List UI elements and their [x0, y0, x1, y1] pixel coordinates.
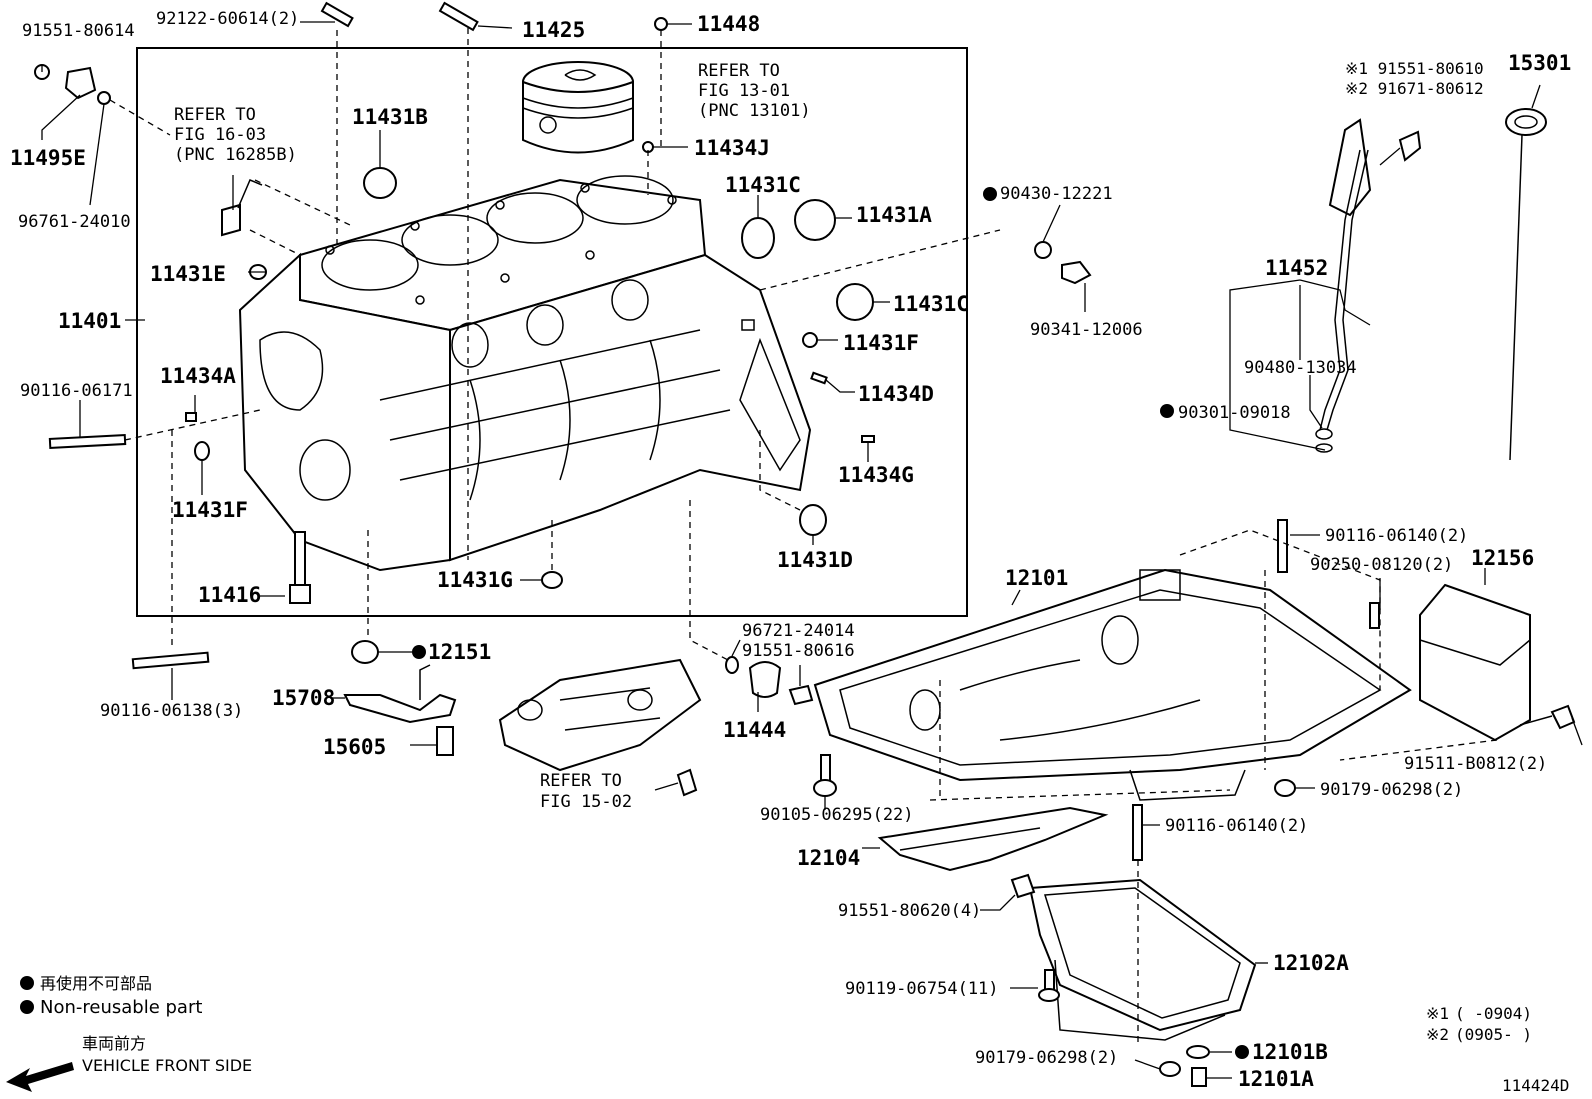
label-refer-15-02-line1: REFER TO — [540, 771, 622, 791]
label-12102A: 12102A — [1273, 951, 1349, 975]
label-91551-80614: 91551-80614 — [22, 21, 135, 41]
legend-dot-jp — [20, 976, 34, 990]
label-11434D: 11434D — [858, 382, 934, 406]
label-91551-80610: ※1 91551-80610 — [1345, 59, 1484, 78]
non-reusable-dot — [1160, 404, 1174, 418]
label-90179-06298-top: 90179-06298(2) — [1320, 780, 1463, 800]
non-reusable-dot — [1235, 1045, 1249, 1059]
leader-lines — [41, 21, 1583, 1079]
label-11431A: 11431A — [856, 203, 932, 227]
note1-range: ( -0904) — [1455, 1004, 1532, 1023]
front-arrow-icon — [6, 1062, 74, 1092]
legend-dot-en — [20, 1000, 34, 1014]
label-90116-06140-top: 90116-06140(2) — [1325, 526, 1468, 546]
label-15605: 15605 — [323, 735, 386, 759]
label-90119-06754: 90119-06754(11) — [845, 979, 999, 999]
label-91671-80612: ※2 91671-80612 — [1345, 79, 1484, 98]
legend-non-reusable-en: Non-reusable part — [40, 997, 202, 1018]
diagram-id: 114424D — [1502, 1076, 1569, 1095]
legend-front-en: VEHICLE FRONT SIDE — [82, 1056, 252, 1075]
dipstick-illustration — [1505, 108, 1547, 461]
label-90116-06171: 90116-06171 — [20, 381, 133, 401]
label-11452: 11452 — [1265, 256, 1328, 280]
label-11431F-left: 11431F — [172, 498, 248, 522]
label-11431B: 11431B — [352, 105, 428, 129]
label-11448: 11448 — [697, 12, 760, 36]
label-refer-16-03-line2: FIG 16-03 — [174, 125, 266, 145]
applicability-notes: ※1 ( -0904) ※2 (0905- ) — [1426, 1004, 1532, 1044]
dipstick-guide-illustration — [1315, 118, 1422, 453]
label-refer-13-01-line1: REFER TO — [698, 61, 780, 81]
label-refer-16-03-line3: (PNC 16285B) — [174, 145, 297, 165]
label-90341-12006: 90341-12006 — [1030, 320, 1143, 340]
label-refer-13-01-line2: FIG 13-01 — [698, 81, 790, 101]
oil-pan-upper-illustration — [813, 568, 1412, 801]
label-11431E: 11431E — [150, 262, 226, 286]
non-reusable-dot — [412, 645, 426, 659]
part-labels: 91551-80614 92122-60614(2) 11425 11448 1… — [10, 9, 1571, 1091]
note2-mark: ※2 — [1426, 1025, 1449, 1044]
label-12101: 12101 — [1005, 566, 1068, 590]
label-91511-B0812: 91511-B0812(2) — [1404, 754, 1547, 774]
baffle-plate-illustration — [877, 806, 1109, 872]
label-11434J: 11434J — [694, 136, 770, 160]
label-refer-16-03-line1: REFER TO — [174, 105, 256, 125]
label-refer-15-02-line2: FIG 15-02 — [540, 792, 632, 812]
label-96761-24010: 96761-24010 — [18, 212, 131, 232]
label-92122-60614: 92122-60614(2) — [156, 9, 299, 29]
label-12156: 12156 — [1471, 546, 1534, 570]
label-15301: 15301 — [1508, 51, 1571, 75]
label-11434G: 11434G — [838, 463, 914, 487]
non-reusable-markers — [412, 187, 1249, 1059]
label-11495E: 11495E — [10, 146, 86, 170]
piston-illustration — [522, 61, 634, 154]
label-12101A: 12101A — [1238, 1067, 1314, 1091]
label-11401: 11401 — [58, 309, 121, 333]
oil-pan-cover-illustration — [1419, 583, 1531, 742]
legend: 再使用不可部品 Non-reusable part 車両前方 VEHICLE F… — [6, 974, 252, 1092]
label-96721-24014: 96721-24014 — [742, 621, 855, 641]
label-refer-13-01-line3: (PNC 13101) — [698, 101, 811, 121]
non-reusable-dot — [983, 187, 997, 201]
label-11425: 11425 — [522, 18, 585, 42]
oil-pump-reference-illustration — [498, 658, 702, 772]
label-90430-12221: 90430-12221 — [1000, 184, 1113, 204]
label-11416: 11416 — [198, 583, 261, 607]
label-90250-08120: 90250-08120(2) — [1310, 555, 1453, 575]
label-12151: 12151 — [428, 640, 491, 664]
label-90105-06295: 90105-06295(22) — [760, 805, 914, 825]
cylinder-block-illustration — [238, 175, 812, 572]
label-91551-80620: 91551-80620(4) — [838, 901, 981, 921]
label-11431C-mid: 11431C — [893, 292, 969, 316]
label-90116-06140-mid: 90116-06140(2) — [1165, 816, 1308, 836]
label-11434A: 11434A — [160, 364, 236, 388]
label-90179-06298-bot: 90179-06298(2) — [975, 1048, 1118, 1068]
label-11444: 11444 — [723, 718, 786, 742]
label-90480-13034: 90480-13034 — [1244, 358, 1357, 378]
cylinder-block-frame — [136, 47, 968, 617]
label-11431G: 11431G — [437, 568, 513, 592]
label-12104: 12104 — [797, 846, 860, 870]
label-11431D: 11431D — [777, 548, 853, 572]
legend-front-jp: 車両前方 — [82, 1034, 146, 1053]
label-90116-06138: 90116-06138(3) — [100, 701, 243, 721]
label-90301-09018: 90301-09018 — [1178, 403, 1291, 423]
legend-non-reusable-jp: 再使用不可部品 — [40, 974, 152, 993]
note2-range: (0905- ) — [1455, 1025, 1532, 1044]
note1-mark: ※1 — [1426, 1004, 1449, 1023]
label-11431F-right: 11431F — [843, 331, 919, 355]
label-15708: 15708 — [272, 686, 335, 710]
oil-pan-lower-illustration — [1028, 878, 1257, 1041]
label-91551-80616: 91551-80616 — [742, 641, 855, 661]
small-parts — [34, 1, 1576, 1087]
label-11431C-top: 11431C — [725, 173, 801, 197]
label-12101B: 12101B — [1252, 1040, 1328, 1064]
